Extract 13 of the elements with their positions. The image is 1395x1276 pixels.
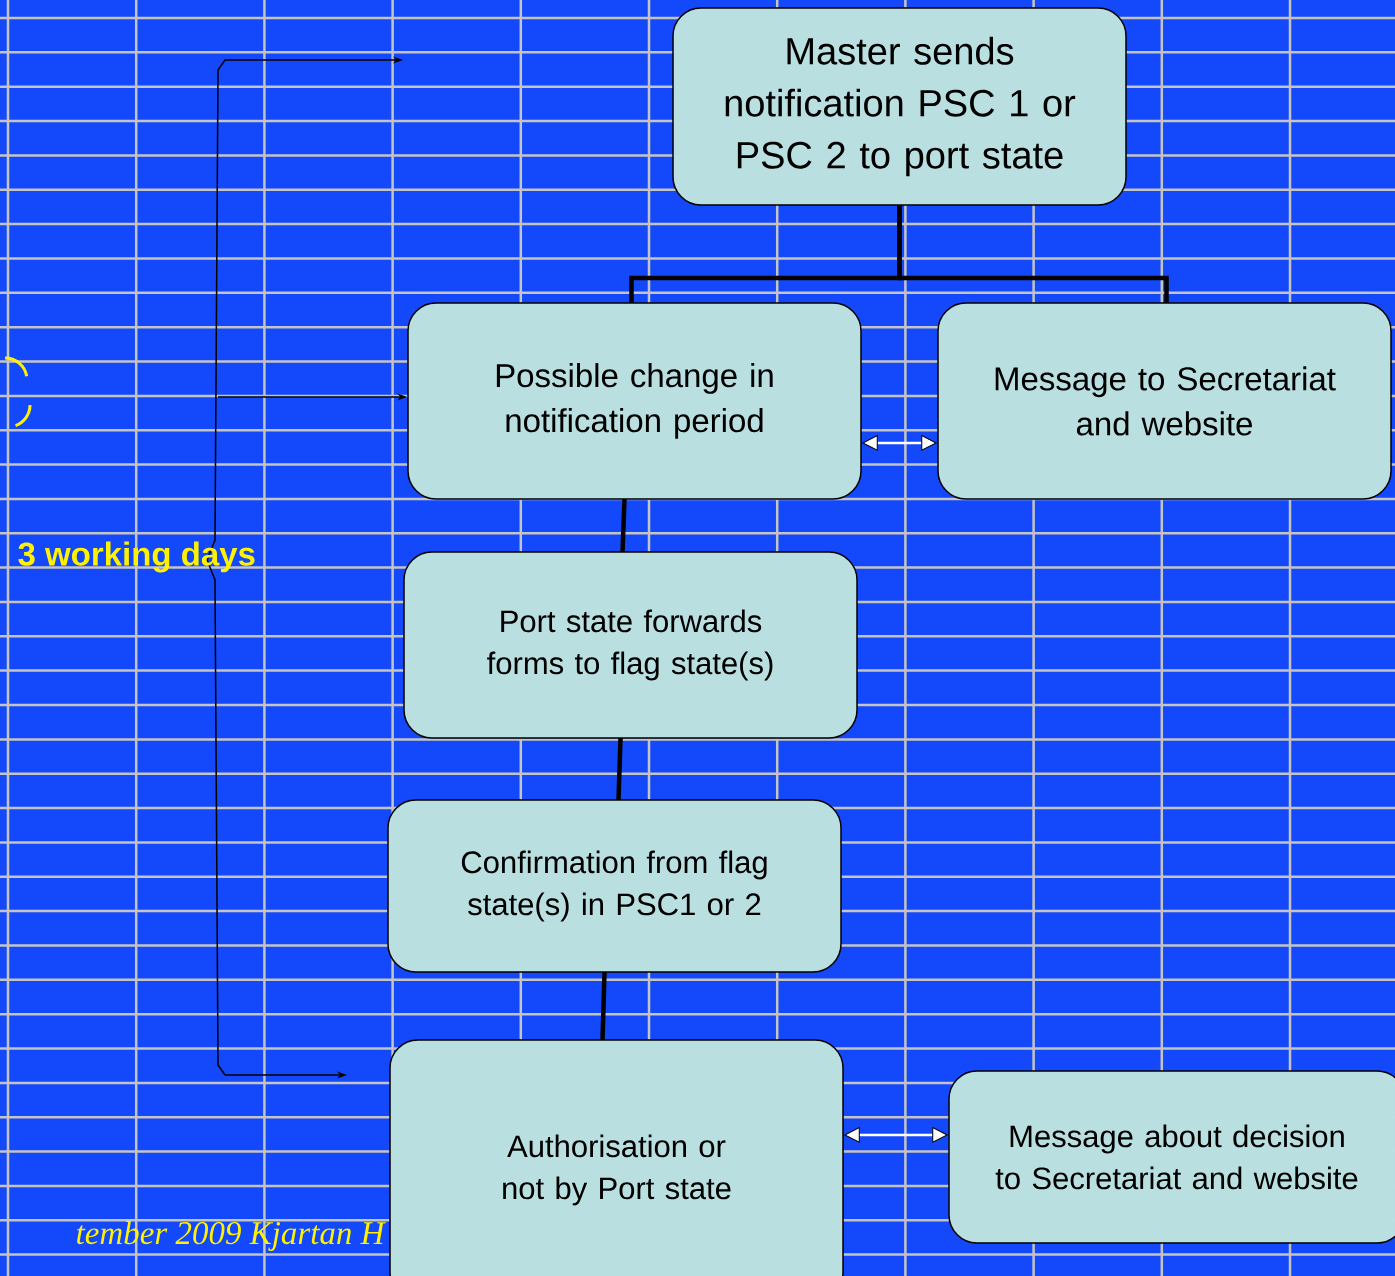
connector bbox=[844, 1127, 948, 1143]
connector bbox=[620, 498, 627, 553]
process-box: Port state forwards forms to flag state(s) bbox=[403, 551, 858, 739]
process-box: Master sends notification PSC 1 or PSC 2 to port state bbox=[672, 7, 1127, 206]
connector bbox=[600, 971, 607, 1041]
process-box: Message to Secretariat and website bbox=[937, 302, 1392, 500]
process-box: Confirmation from flag state(s) in PSC1 or 2 bbox=[387, 799, 842, 973]
connector bbox=[862, 435, 937, 451]
process-box: Message about decision to Secretariat and website bbox=[948, 1070, 1395, 1244]
process-box: Possible change in notification period bbox=[407, 302, 862, 500]
connector bbox=[616, 737, 623, 801]
connector bbox=[897, 205, 1169, 303]
process-box: Authorisation or not by Port state bbox=[389, 1039, 844, 1276]
